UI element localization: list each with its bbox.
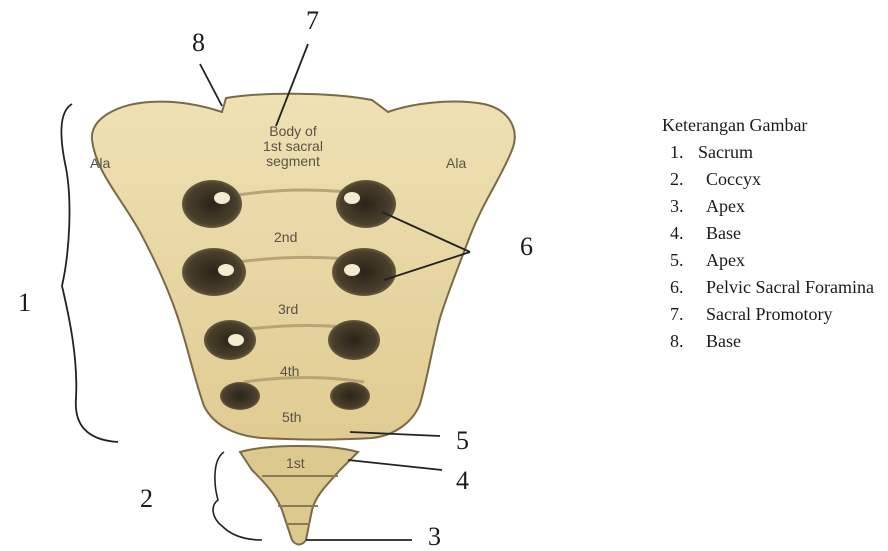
legend-item-number: 3. [662, 193, 698, 220]
legend-item-text: Base [698, 328, 882, 355]
legend-title: Keterangan Gambar [662, 112, 882, 139]
ala-right-label: Ala [446, 156, 466, 171]
legend-item: 6.Pelvic Sacral Foramina [662, 274, 882, 301]
body-label-line: Body of [238, 124, 348, 139]
legend-item-text: Pelvic Sacral Foramina [698, 274, 882, 301]
legend-item: 5.Apex [662, 247, 882, 274]
legend-list: 1.Sacrum 2.Coccyx 3.Apex 4.Base 5.Apex 6… [662, 139, 882, 355]
legend-item-text: Apex [698, 247, 882, 274]
ala-left-label: Ala [90, 156, 110, 171]
legend-item-number: 2. [662, 166, 698, 193]
legend-item: 4.Base [662, 220, 882, 247]
body-of-first-segment-label: Body of 1st sacral segment [238, 124, 348, 169]
legend-item-number: 4. [662, 220, 698, 247]
legend-item: 3.Apex [662, 193, 882, 220]
legend-item-number: 1. [662, 139, 698, 166]
legend-item: 2.Coccyx [662, 166, 882, 193]
sacral-foramen [328, 320, 380, 360]
leader-line-4 [348, 460, 442, 470]
callout-7: 7 [306, 8, 319, 34]
sacral-foramen [332, 248, 396, 296]
legend-item: 1.Sacrum [662, 139, 882, 166]
legend: Keterangan Gambar 1.Sacrum 2.Coccyx 3.Ap… [662, 112, 882, 355]
callout-4: 4 [456, 468, 469, 494]
sacral-foramen [330, 382, 370, 410]
sacral-foramen [220, 382, 260, 410]
legend-item-number: 5. [662, 247, 698, 274]
sacral-foramen [182, 180, 242, 228]
legend-item-number: 7. [662, 301, 698, 328]
legend-item-text: Sacrum [698, 139, 882, 166]
foramen-highlight [344, 264, 360, 276]
foramen-highlight [218, 264, 234, 276]
callout-3: 3 [428, 524, 441, 550]
legend-item: 7.Sacral Promotory [662, 301, 882, 328]
foramen-highlight [214, 192, 230, 204]
body-label-line: 1st sacral [238, 139, 348, 154]
callout-6: 6 [520, 234, 533, 260]
segment-2-label: 2nd [274, 230, 297, 245]
legend-item-text: Apex [698, 193, 882, 220]
foramen-highlight [344, 192, 360, 204]
legend-item-text: Coccyx [698, 166, 882, 193]
legend-item-text: Base [698, 220, 882, 247]
sacral-foramen [336, 180, 396, 228]
callout-5: 5 [456, 428, 469, 454]
legend-item-number: 6. [662, 274, 698, 301]
leader-line-8 [200, 64, 222, 106]
legend-item: 8.Base [662, 328, 882, 355]
coccyx-1-label: 1st [286, 456, 305, 471]
body-label-line: segment [238, 154, 348, 169]
callout-8: 8 [192, 30, 205, 56]
segment-3-label: 3rd [278, 302, 298, 317]
callout-1: 1 [18, 290, 31, 316]
segment-4-label: 4th [280, 364, 299, 379]
legend-item-number: 8. [662, 328, 698, 355]
sacral-foramen [182, 248, 246, 296]
callout-2: 2 [140, 486, 153, 512]
foramen-highlight [228, 334, 244, 346]
legend-item-text: Sacral Promotory [698, 301, 882, 328]
segment-5-label: 5th [282, 410, 301, 425]
